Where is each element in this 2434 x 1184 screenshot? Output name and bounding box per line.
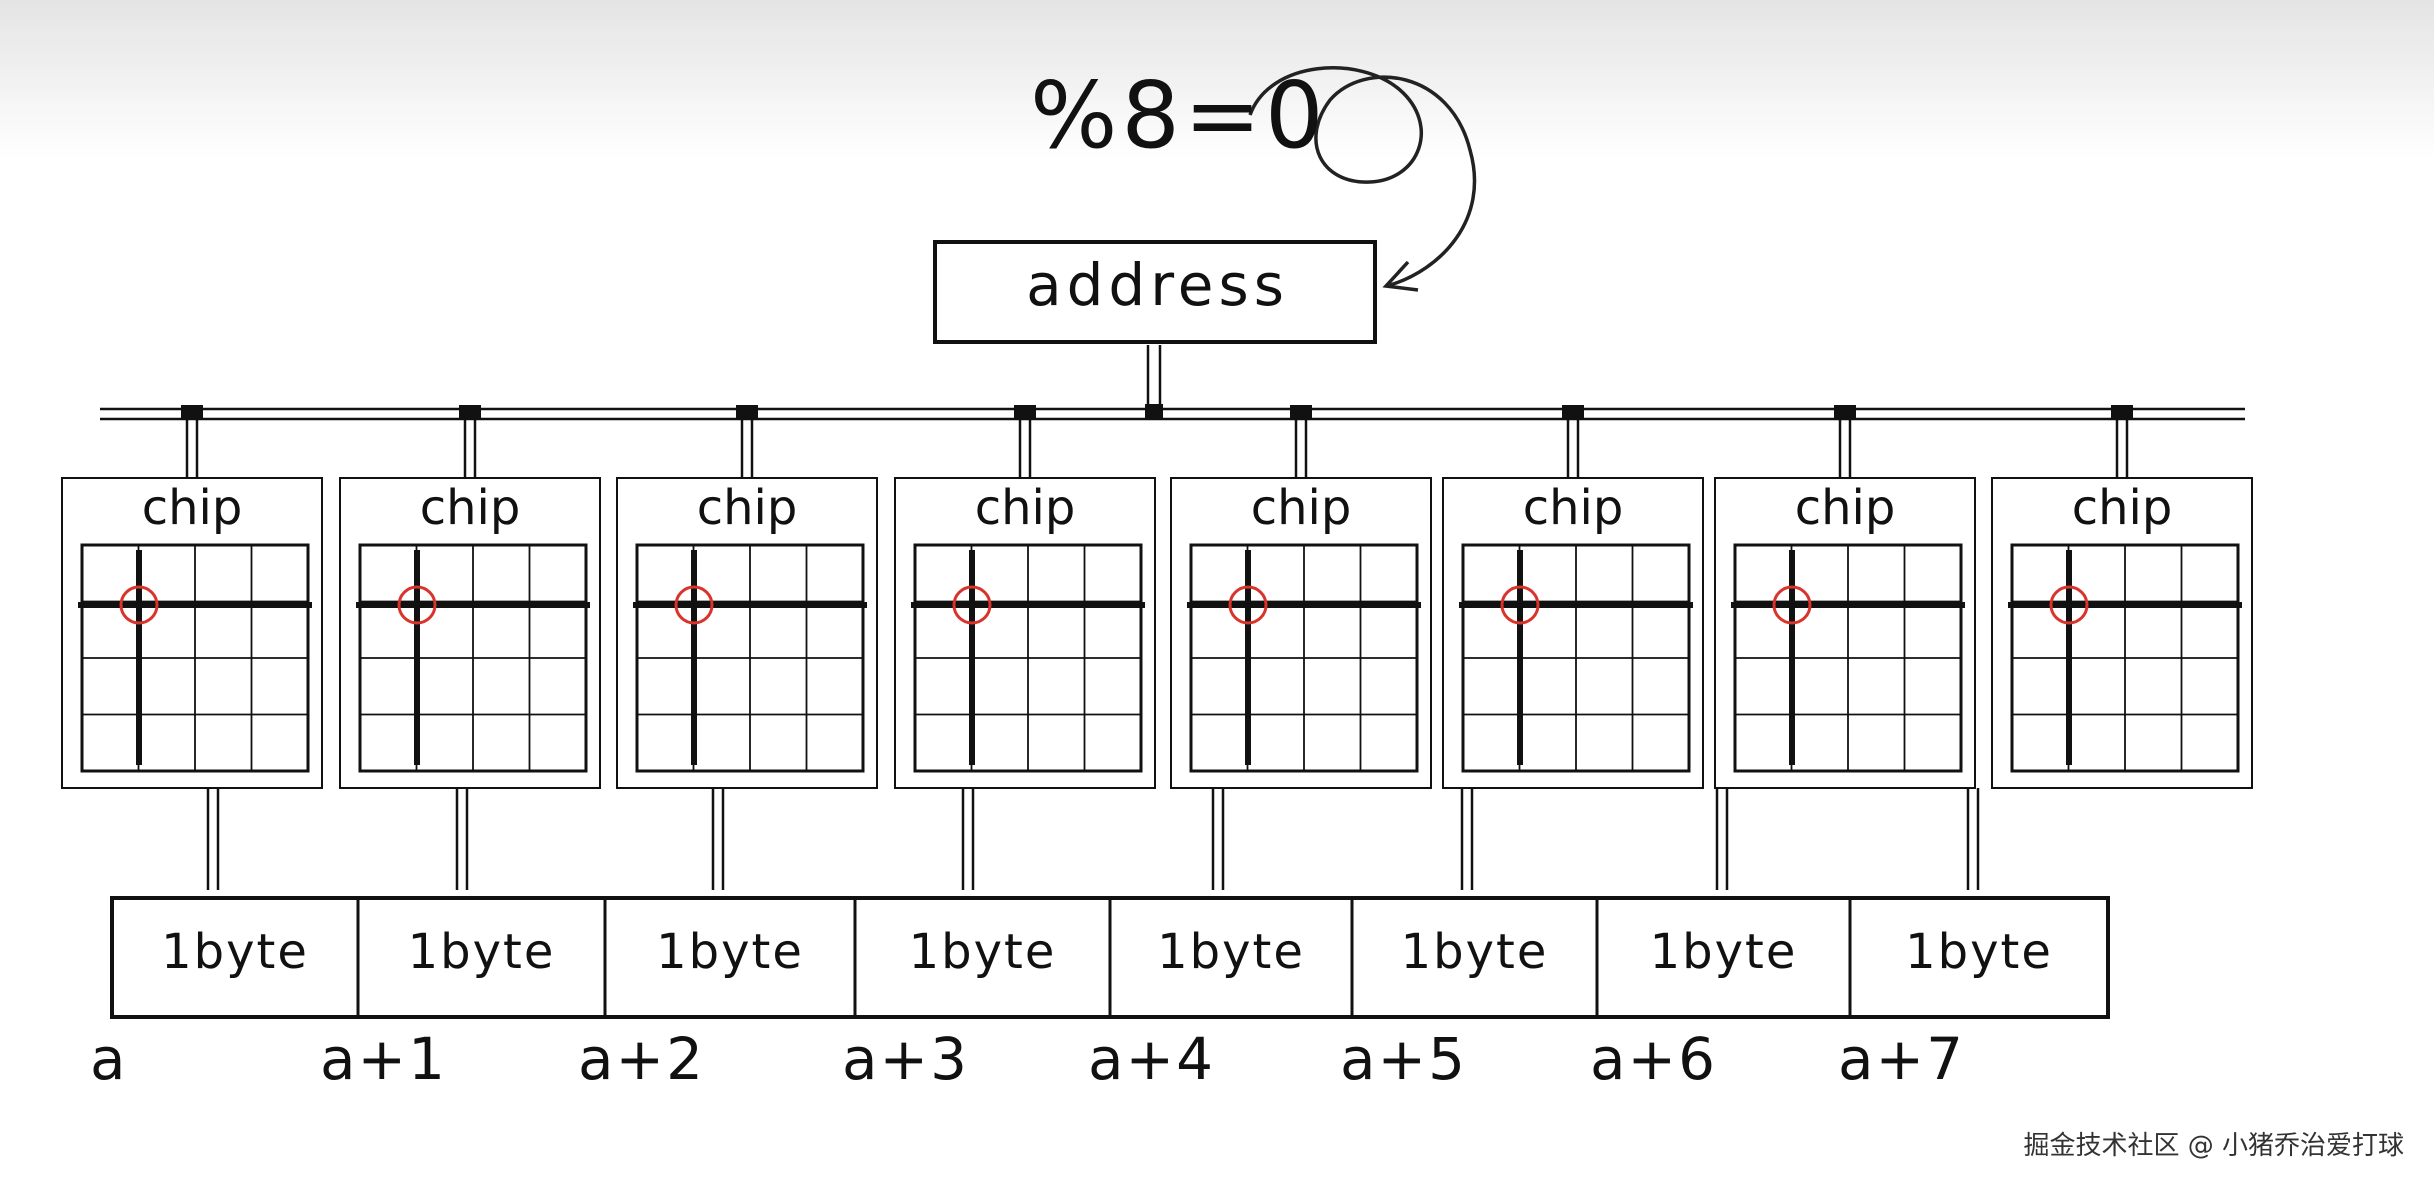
byte-label: 1byte <box>1905 924 2053 980</box>
byte-address: a+7 <box>1838 1025 1966 1093</box>
bus-tap <box>459 405 481 419</box>
chip-box <box>616 477 878 789</box>
byte-label: 1byte <box>407 924 556 980</box>
byte-address: a+1 <box>320 1025 448 1093</box>
chip <box>1966 405 2253 890</box>
byte-label: 1byte <box>161 924 309 980</box>
chip-label: chip <box>141 480 243 536</box>
chip-box <box>1991 477 2253 789</box>
alignment-formula: %8=0 <box>1030 62 1328 169</box>
chip <box>1714 405 1976 890</box>
chip <box>894 405 1156 890</box>
chip-label: chip <box>419 480 521 536</box>
bus-tap <box>736 405 758 419</box>
chip-label: chip <box>696 480 798 536</box>
chip-box <box>61 477 323 789</box>
bus-tap <box>1562 405 1584 419</box>
chip-label: chip <box>1250 480 1352 536</box>
bus-tap <box>2111 405 2133 419</box>
bus-junction <box>1145 404 1163 420</box>
address-box <box>933 240 1377 344</box>
byte-address: a+4 <box>1088 1025 1216 1093</box>
byte-label: 1byte <box>656 924 804 980</box>
selected-cell-marker <box>1228 585 1268 625</box>
byte-label: 1byte <box>1649 924 1798 980</box>
bus-tap <box>1014 405 1036 419</box>
selected-cell-marker <box>2049 585 2089 625</box>
byte-label: 1byte <box>1157 924 1305 980</box>
byte-address: a+5 <box>1340 1025 1468 1093</box>
selected-cell-marker <box>119 585 159 625</box>
bus-tap <box>1834 405 1856 419</box>
chip-box <box>1442 477 1704 789</box>
byte-label: 1byte <box>908 924 1057 980</box>
byte-label: 1byte <box>1400 924 1549 980</box>
arrow-head <box>1382 260 1419 292</box>
chip <box>61 405 323 890</box>
byte-address: a+2 <box>578 1025 706 1093</box>
selected-cell-marker <box>674 585 714 625</box>
chip <box>616 405 878 890</box>
selected-cell-marker <box>1500 585 1540 625</box>
bus-tap <box>1290 405 1312 419</box>
chip <box>1170 405 1432 890</box>
curly-arrow <box>1248 66 1477 287</box>
chip <box>1442 405 1704 890</box>
chip-label: chip <box>1794 480 1896 536</box>
selected-cell-marker <box>952 585 992 625</box>
bus-tap <box>181 405 203 419</box>
top-shade <box>0 0 2434 160</box>
chip-label: chip <box>2071 480 2173 536</box>
byte-address: a <box>90 1025 128 1093</box>
chip-box <box>339 477 601 789</box>
chip <box>339 405 601 890</box>
byte-address: a+3 <box>842 1025 970 1093</box>
chip-label: chip <box>1522 480 1624 536</box>
chip-box <box>1170 477 1432 789</box>
chip-box <box>894 477 1156 789</box>
byte-address: a+6 <box>1590 1025 1718 1093</box>
address-label: address <box>1026 251 1289 319</box>
chip-box <box>1714 477 1976 789</box>
selected-cell-marker <box>397 585 437 625</box>
selected-cell-marker <box>1772 585 1812 625</box>
chip-label: chip <box>974 480 1076 536</box>
watermark: 掘金技术社区 @ 小猪乔治爱打球 <box>2023 1131 2404 1161</box>
